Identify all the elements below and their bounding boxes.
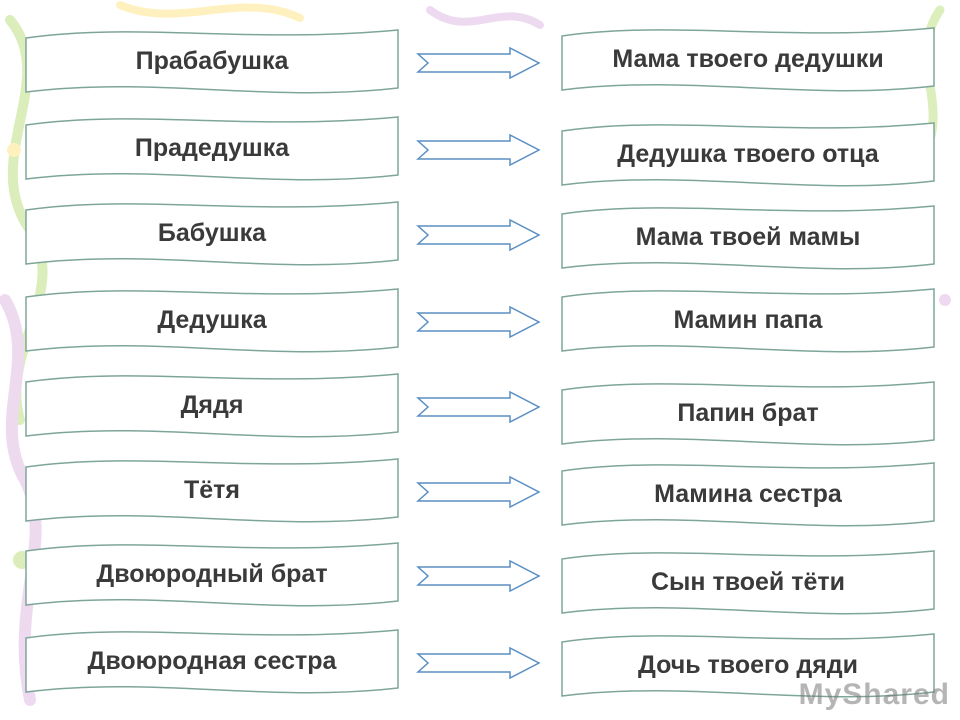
term-banner: Тётя bbox=[25, 457, 399, 523]
definition-banner-label: Дочь твоего дяди bbox=[637, 650, 859, 679]
term-banner-label: Тётя bbox=[183, 475, 240, 504]
definition-banner-shape bbox=[561, 205, 935, 270]
term-banner-label: Прабабушка bbox=[135, 46, 289, 75]
definition-banner-shape bbox=[561, 27, 935, 92]
arrow-icon bbox=[416, 559, 541, 593]
term-banner-shape bbox=[25, 458, 399, 523]
term-banner-label: Двоюродная сестра bbox=[87, 646, 337, 675]
term-banner-shape bbox=[25, 629, 399, 694]
definition-banner: Мамин папа bbox=[561, 287, 935, 353]
definition-banner: Дедушка твоего отца bbox=[561, 121, 935, 187]
definition-banner-shape bbox=[561, 288, 935, 353]
definition-banner: Мама твоей мамы bbox=[561, 204, 935, 270]
arrow-icon bbox=[416, 305, 541, 339]
arrow-icon bbox=[416, 646, 541, 680]
definition-banner-shape bbox=[561, 381, 935, 446]
deco-swirl-top bbox=[116, 1, 304, 22]
definition-banner-shape bbox=[561, 462, 935, 527]
term-banner-shape bbox=[25, 373, 399, 438]
arrow-icon bbox=[416, 46, 541, 80]
definition-banner: Папин брат bbox=[561, 380, 935, 446]
term-banner: Дядя bbox=[25, 372, 399, 438]
watermark: MyShared bbox=[798, 678, 950, 711]
definition-banner: Мама твоего дедушки bbox=[561, 26, 935, 92]
term-banner: Прабабушка bbox=[25, 28, 399, 94]
definition-banner-label: Мамин папа bbox=[673, 305, 823, 334]
term-banner-shape bbox=[25, 29, 399, 94]
term-banner-label: Дядя bbox=[180, 390, 244, 419]
term-banner-shape bbox=[25, 288, 399, 353]
definition-banner-label: Дедушка твоего отца bbox=[617, 139, 879, 168]
definition-banner-label: Мамина сестра bbox=[654, 479, 842, 508]
definition-banner-shape bbox=[561, 550, 935, 615]
arrow-icon bbox=[416, 390, 541, 424]
term-banner: Бабушка bbox=[25, 200, 399, 266]
deco-dot-1 bbox=[7, 143, 21, 157]
definition-banner-shape bbox=[561, 122, 935, 187]
term-banner-shape bbox=[25, 542, 399, 607]
definition-banner-shape bbox=[561, 633, 935, 698]
definition-banner-label: Мама твоей мамы bbox=[635, 222, 861, 251]
term-banner-label: Прадедушка bbox=[134, 133, 290, 162]
arrow-icon bbox=[416, 133, 541, 167]
term-banner-label: Двоюродный брат bbox=[96, 559, 328, 588]
definition-banner-label: Сын твоей тёти bbox=[651, 567, 845, 596]
deco-swirl-left-2 bbox=[0, 294, 42, 706]
definition-banner: Дочь твоего дяди bbox=[561, 632, 935, 698]
term-banner: Двоюродный брат bbox=[25, 541, 399, 607]
definition-banner-label: Мама твоего дедушки bbox=[612, 44, 884, 73]
definition-banner-label: Папин брат bbox=[677, 398, 819, 427]
arrow-icon bbox=[416, 218, 541, 252]
term-banner: Прадедушка bbox=[25, 115, 399, 181]
term-banner-label: Бабушка bbox=[157, 218, 267, 247]
term-banner: Дедушка bbox=[25, 287, 399, 353]
term-banner: Двоюродная сестра bbox=[25, 628, 399, 694]
definition-banner: Мамина сестра bbox=[561, 461, 935, 527]
deco-dot-3 bbox=[939, 294, 951, 306]
term-banner-shape bbox=[25, 116, 399, 181]
term-banner-label: Дедушка bbox=[157, 305, 267, 334]
definition-banner: Сын твоей тёти bbox=[561, 549, 935, 615]
deco-swirl-mid bbox=[426, 6, 544, 29]
term-banner-shape bbox=[25, 201, 399, 266]
arrow-icon bbox=[416, 475, 541, 509]
